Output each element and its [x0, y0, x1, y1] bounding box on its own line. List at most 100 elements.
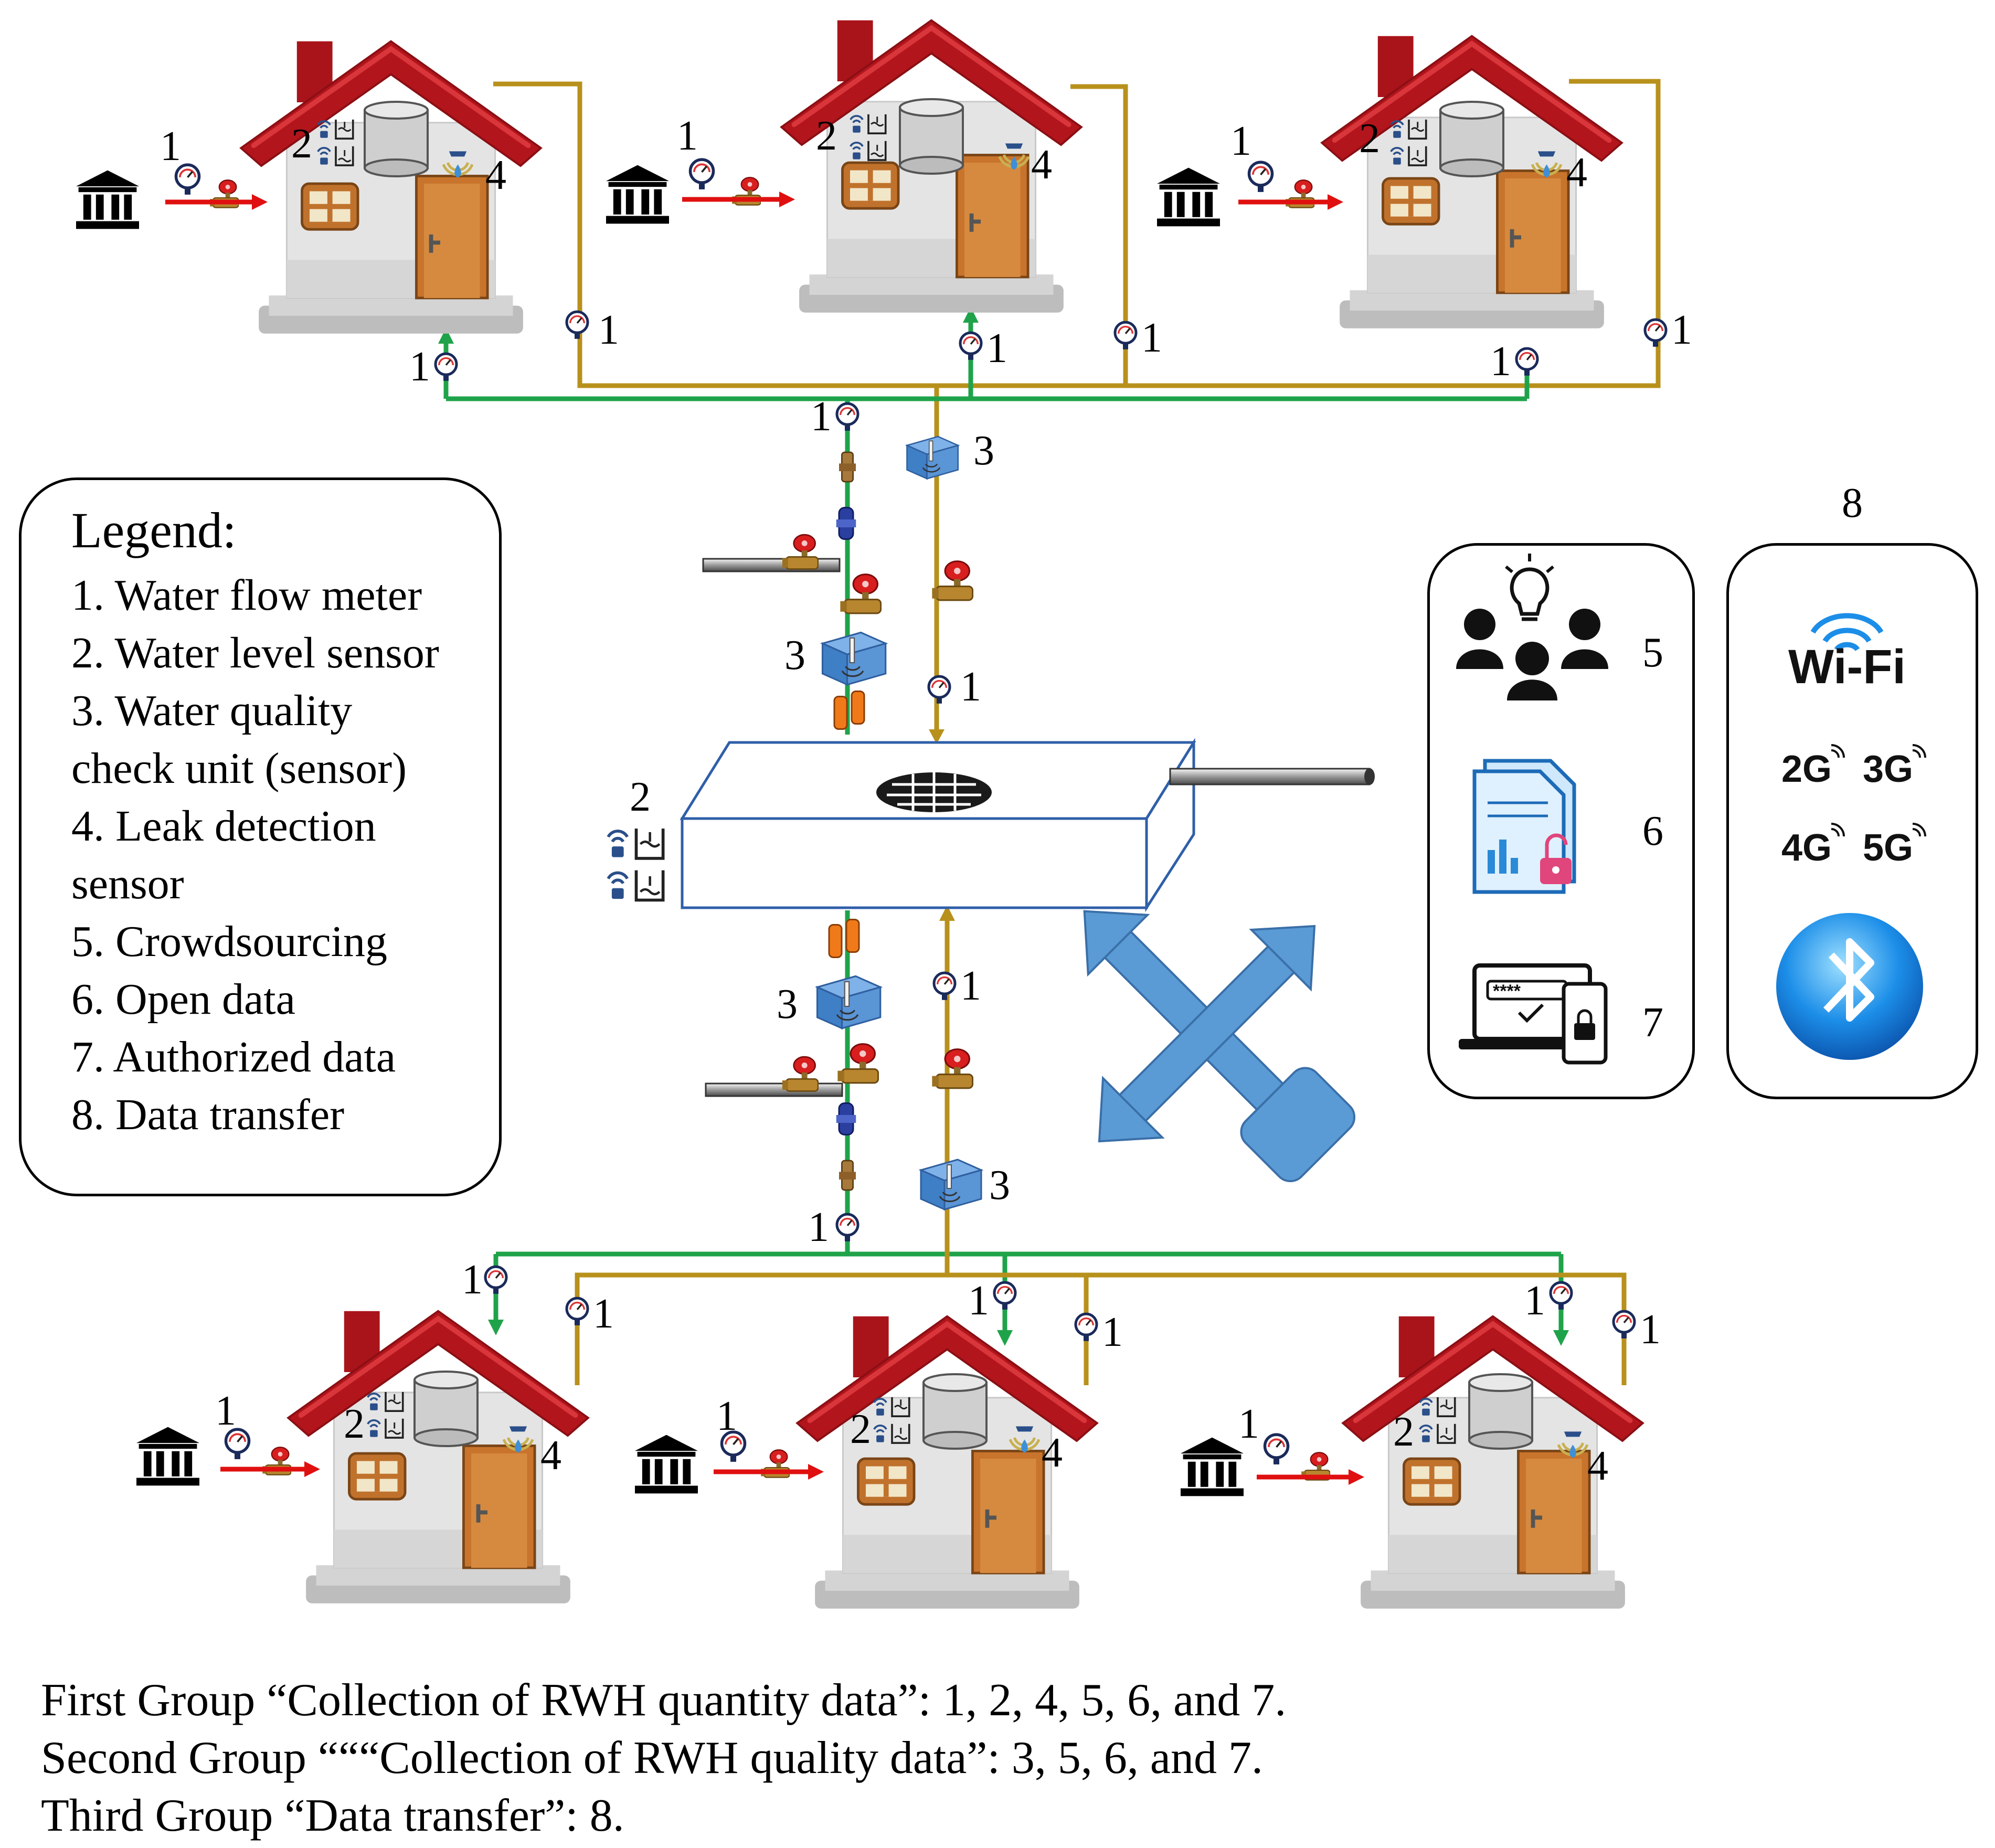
water-quality-sensor-icon — [906, 436, 959, 480]
check-valve-icon — [838, 1160, 857, 1191]
flow-meter-gauge-icon — [1516, 348, 1537, 376]
legend-list: 1. Water flow meter 2. Water level senso… — [71, 567, 439, 1144]
pump-icon — [835, 506, 857, 540]
laptop-phone-lock-icon: **** — [1459, 963, 1608, 1065]
flow-meter-gauge-icon — [567, 1298, 588, 1325]
label-flow-meter: 1 — [960, 664, 981, 710]
water-quality-sensor-icon — [821, 631, 887, 686]
house-bottom-right — [1181, 1282, 1643, 1609]
label-flow-meter: 1 — [598, 307, 619, 353]
legend-item: 8. Data transfer — [71, 1090, 345, 1139]
legend-item: 7. Authorized data — [71, 1033, 396, 1081]
bank-building-icon — [635, 1435, 698, 1494]
flow-meter-gauge-icon — [436, 354, 457, 381]
bank-building-icon — [136, 1427, 199, 1486]
badge-5g: 5G — [1863, 827, 1913, 869]
storage-tank-icon — [364, 101, 429, 177]
label-flow-meter: 1 — [808, 1204, 829, 1250]
label-flow-meter: 1 — [1102, 1309, 1123, 1355]
data-transfer-panel — [1726, 543, 1978, 1099]
label-level-sensor: 2 — [344, 1401, 365, 1447]
caption-second-group: Second Group “““Collection of RWH qualit… — [41, 1733, 1263, 1783]
flow-meter-gauge-icon — [1115, 322, 1136, 349]
flow-meter-gauge-icon — [567, 312, 588, 339]
label-authorized-data: 7 — [1642, 1000, 1663, 1046]
house-top-middle — [606, 20, 1136, 360]
document-unlock-icon — [1472, 759, 1576, 894]
flow-meter-gauge-icon — [1265, 1435, 1288, 1464]
pump-icon — [835, 1102, 857, 1136]
label-quality-unit: 3 — [989, 1162, 1010, 1208]
house-bottom-middle — [635, 1282, 1097, 1609]
legend-item: 3. Water quality check unit (sensor) — [71, 686, 407, 793]
label-level-sensor: 2 — [291, 121, 312, 167]
flow-meter-gauge-icon — [691, 160, 714, 189]
house-top-right — [1157, 36, 1666, 376]
bluetooth-icon — [1776, 913, 1923, 1060]
label-flow-meter: 1 — [160, 123, 181, 169]
label-quality-unit: 3 — [777, 981, 798, 1027]
label-flow-meter: 1 — [1141, 315, 1162, 361]
bank-building-icon — [606, 165, 669, 224]
badge-3g: 3G — [1863, 748, 1913, 790]
caption-first-group: First Group “Collection of RWH quantity … — [41, 1675, 1287, 1726]
data-access-panel — [1427, 543, 1695, 1099]
badge-4g: 4G — [1781, 827, 1832, 869]
drain-pipe-icon — [705, 1082, 843, 1097]
label-level-sensor: 2 — [816, 113, 837, 159]
label-flow-meter: 1 — [811, 394, 832, 440]
storage-tank-icon — [680, 738, 1375, 912]
label-flow-meter: 1 — [677, 113, 698, 159]
legend-item: 6. Open data — [71, 975, 295, 1024]
flow-meter-gauge-icon — [1249, 162, 1272, 192]
label-flow-meter: 1 — [1230, 118, 1251, 164]
level-sensor-icon — [608, 829, 663, 900]
diagram-number-labels: 1 2 4 1 1 1 2 4 1 1 1 2 4 1 1 1 3 3 1 2 … — [160, 113, 1863, 1489]
label-quality-unit: 3 — [973, 428, 994, 474]
water-quality-sensor-icon — [816, 975, 882, 1029]
label-level-sensor: 2 — [630, 774, 651, 820]
flow-meter-gauge-icon — [994, 1282, 1015, 1310]
label-leak-sensor: 4 — [1566, 150, 1587, 196]
label-level-sensor: 2 — [850, 1406, 871, 1452]
bank-building-icon — [76, 170, 139, 229]
label-quality-unit: 3 — [784, 632, 805, 678]
flow-meter-gauge-icon — [960, 333, 981, 360]
flow-meter-gauge-icon — [485, 1267, 506, 1294]
filter-cartridge-icon — [828, 918, 860, 959]
crowd-lightbulb-icon — [1456, 554, 1608, 700]
valve-icon — [837, 1043, 879, 1084]
legend-box: Legend: 1. Water flow meter 2. Water lev… — [19, 477, 502, 1196]
label-flow-meter: 1 — [462, 1257, 483, 1303]
label-flow-meter: 1 — [593, 1291, 614, 1337]
flow-meter-gauge-icon — [1645, 320, 1666, 347]
bank-building-icon — [1181, 1437, 1244, 1496]
legend-item: 2. Water level sensor — [71, 629, 439, 677]
label-flow-meter: 1 — [1490, 338, 1511, 385]
label-flow-meter: 1 — [1524, 1278, 1545, 1324]
label-flow-meter: 1 — [409, 344, 430, 390]
storage-tank-icon — [1439, 101, 1504, 177]
overflow-pipe-icon — [702, 558, 841, 572]
storage-tank-icon — [922, 1373, 988, 1450]
label-leak-sensor: 4 — [485, 152, 506, 198]
central-tank-assembly — [608, 403, 1375, 1241]
badge-2g: 2G — [1781, 748, 1832, 790]
label-flow-meter: 1 — [960, 963, 981, 1009]
legend-item: 4. Leak detection sensor — [71, 802, 376, 908]
label-leak-sensor: 4 — [540, 1432, 561, 1479]
flow-meter-gauge-icon — [1551, 1282, 1572, 1310]
flow-meter-gauge-icon — [1076, 1314, 1097, 1341]
label-level-sensor: 2 — [1359, 115, 1380, 162]
caption-third-group: Third Group “Data transfer”: 8. — [41, 1790, 624, 1841]
water-quality-sensor-icon — [920, 1159, 982, 1210]
label-flow-meter: 1 — [968, 1278, 989, 1324]
flow-meter-gauge-icon — [837, 1214, 858, 1241]
label-flow-meter: 1 — [1640, 1307, 1661, 1353]
flow-meter-gauge-icon — [837, 403, 858, 431]
legend-item: 5. Crowdsourcing — [71, 917, 387, 966]
check-valve-icon — [838, 451, 857, 483]
house-bottom-left — [136, 1267, 588, 1603]
valve-icon — [931, 1048, 973, 1089]
